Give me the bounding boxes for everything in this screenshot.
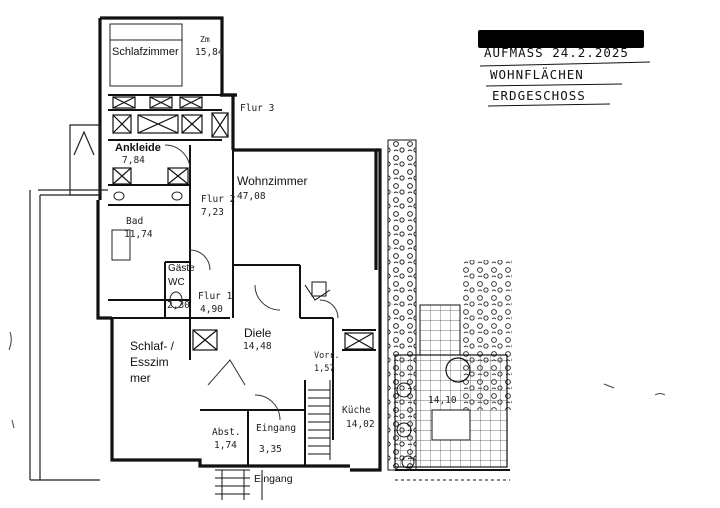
room-schlafzimmer-prefix: Zm — [200, 35, 210, 44]
entrance-label: Eingang — [254, 473, 293, 485]
bedroom-furniture — [109, 23, 183, 87]
door-swings — [164, 144, 339, 421]
room-ankleide-name: Ankleide — [115, 142, 161, 154]
room-abst-name: Abst. — [212, 427, 241, 438]
room-diele-area: 14,48 — [243, 341, 272, 352]
staircase — [304, 281, 331, 460]
header-underlines — [479, 61, 651, 107]
room-eingang-inner-area: 3,35 — [259, 444, 282, 455]
room-kueche-area: 14,02 — [346, 419, 375, 430]
room-vorr-name: Vorr. — [314, 351, 340, 361]
room-diele-name: Diele — [244, 326, 272, 340]
room-wohnzimmer-area: 47,08 — [237, 191, 266, 202]
room-flur1-name: Flur 1 — [198, 291, 233, 302]
structural-columns — [112, 96, 374, 351]
room-schlaf-esszimmer-name-3: mer — [130, 371, 151, 385]
room-gaeste-wc-name-2: WC — [168, 277, 185, 288]
room-flur2-area: 7,23 — [201, 207, 224, 218]
document-subtitle: WOHNFLÄCHEN — [490, 67, 584, 82]
room-abst-area: 1,74 — [214, 440, 237, 451]
entry-steps — [215, 469, 263, 500]
terrace-area: 14,10 — [428, 395, 457, 406]
bathroom-fixtures — [111, 191, 183, 309]
left-annex — [29, 124, 108, 481]
room-bad-area: 11,74 — [124, 229, 153, 240]
room-gaeste-wc-area: 2,30 — [167, 300, 190, 311]
room-vorr-area: 1,57 — [314, 364, 335, 374]
room-schlafzimmer-area: 15,84 — [195, 47, 224, 58]
room-schlaf-esszimmer-name-2: Esszim — [130, 355, 169, 369]
room-flur3-name: Flur 3 — [240, 103, 275, 114]
redacted-block — [478, 30, 644, 48]
room-eingang-inner-name: Eingang — [256, 423, 297, 434]
room-flur1-area: 4,90 — [200, 304, 223, 315]
terrace — [394, 304, 510, 481]
room-flur2-name: Flur 2 — [201, 194, 236, 205]
floor-label: ERDGESCHOSS — [492, 88, 586, 103]
room-ankleide-area: 7,84 — [122, 155, 145, 166]
exterior-walls — [96, 16, 382, 472]
room-gaeste-wc-name-1: Gäste — [168, 263, 195, 274]
room-schlaf-esszimmer-name-1: Schlaf- / — [130, 339, 175, 353]
survey-date: AUFMASS 24.2.2025 — [484, 45, 629, 60]
room-kueche-name: Küche — [342, 405, 371, 416]
room-schlafzimmer-name: Schlafzimmer — [112, 46, 179, 58]
room-bad-name: Bad — [126, 216, 144, 227]
room-wohnzimmer-name: Wohnzimmer — [237, 174, 308, 188]
margin-marks — [8, 331, 666, 429]
interior-walls — [108, 94, 376, 466]
